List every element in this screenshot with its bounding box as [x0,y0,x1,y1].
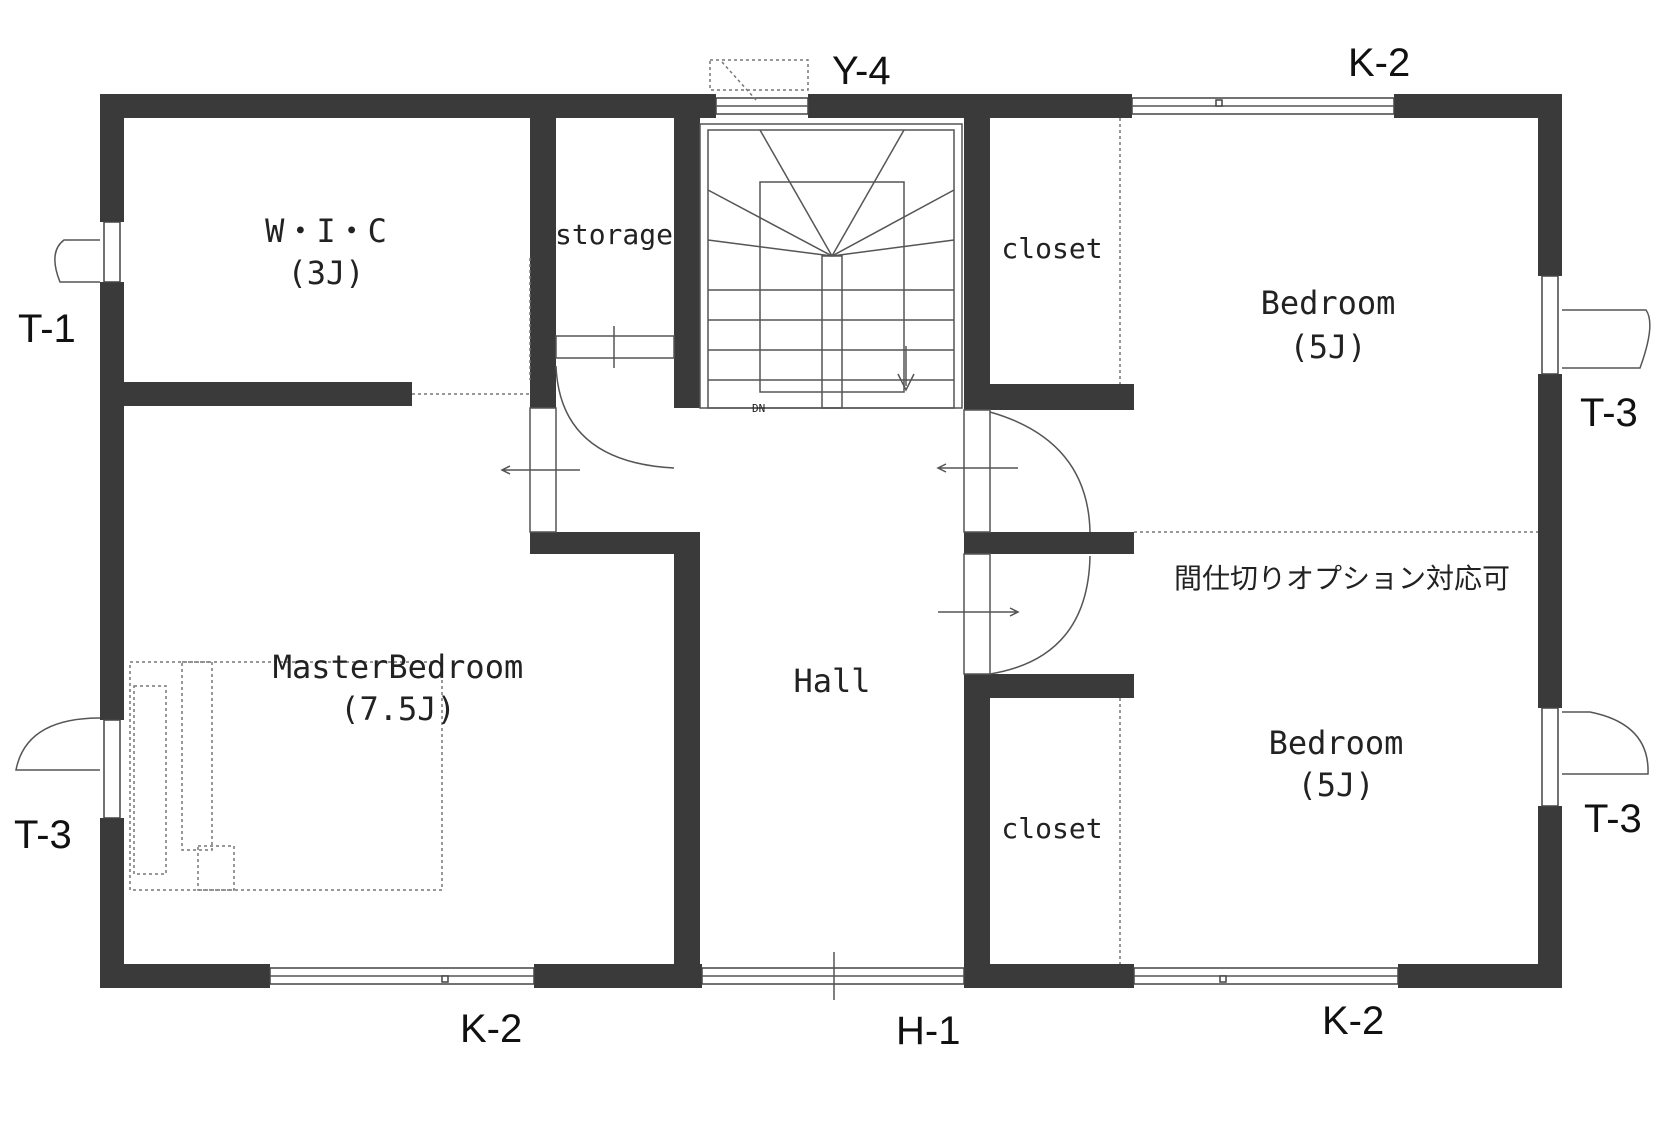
code-k2-top: K-2 [1348,41,1410,85]
room-size-wic: (3J) [287,254,364,292]
doors [412,258,1091,675]
room-size-bedroom-top: (5J) [1289,328,1366,366]
code-k2-bottom-left: K-2 [460,1007,522,1051]
room-label-closet-top: closet [1001,232,1102,265]
exterior-walls [100,94,1562,988]
code-k2-bottom-right: K-2 [1322,999,1384,1043]
opening-codes: Y-4 K-2 T-1 T-3 T-3 T-3 K-2 H-1 K-2 [14,41,1642,1053]
code-t3-right-top: T-3 [1580,391,1638,435]
code-t3-left: T-3 [14,813,72,857]
room-label-wic: W・I・C [265,212,387,250]
partition-note: 間仕切りオプション対応可 [1174,562,1510,595]
room-size-bedroom-bottom: (5J) [1297,766,1374,804]
room-label-storage: storage [555,218,673,251]
stair-dn-label: DN [752,402,765,415]
room-label-bedroom-top: Bedroom [1261,284,1396,322]
partition-lines [1119,118,1538,964]
room-label-hall: Hall [793,662,870,700]
code-h1: H-1 [896,1009,960,1053]
room-labels: W・I・C (3J) storage closet Bedroom (5J) M… [265,212,1510,845]
code-t1: T-1 [18,307,76,351]
bed-outline [129,661,443,891]
code-t3-right-bottom: T-3 [1584,797,1642,841]
room-size-master: (7.5J) [340,690,456,728]
room-label-bedroom-bottom: Bedroom [1269,724,1404,762]
staircase [699,123,963,409]
interior-walls [124,118,1134,988]
room-label-master: MasterBedroom [273,648,523,686]
room-label-closet-bottom: closet [1001,812,1102,845]
code-y4: Y-4 [832,49,891,93]
windows [15,59,1651,1000]
